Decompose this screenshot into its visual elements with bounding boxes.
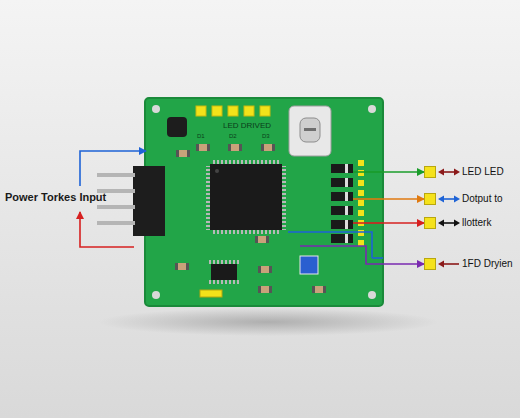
switch-slot — [304, 128, 316, 131]
terminal-label: Dotput to — [462, 193, 503, 204]
signal-wire — [383, 222, 424, 224]
pad-strip — [200, 290, 222, 297]
mount-hole — [368, 105, 376, 113]
terminal-arrow — [438, 257, 460, 271]
output-terminal: Dotput to — [424, 192, 503, 206]
terminal-label: 1FD Dryien — [462, 258, 513, 269]
diode-column — [331, 164, 353, 243]
signal-wire — [383, 263, 424, 265]
terminal-label: llotterk — [462, 217, 491, 228]
pin-header — [133, 166, 165, 236]
input-arrow — [80, 212, 134, 247]
switch-component — [289, 106, 331, 156]
output-terminal: LED LED — [424, 165, 504, 179]
input-label: Power Torkes Input — [5, 191, 106, 203]
mount-hole — [152, 291, 160, 299]
chip-pins — [206, 166, 210, 230]
driver-chip — [211, 264, 237, 280]
mount-hole — [152, 105, 160, 113]
output-terminal: 1FD Dryien — [424, 257, 513, 271]
input-arrow — [80, 151, 146, 186]
terminal-arrow — [438, 165, 460, 179]
chip-pins — [212, 230, 280, 234]
chip-pins — [209, 280, 239, 284]
pad-column — [358, 160, 364, 246]
part-label: D3 — [262, 133, 270, 140]
terminal-pad — [424, 217, 436, 229]
switch-knob — [300, 118, 320, 142]
terminal-pad — [424, 193, 436, 205]
chip-dot — [215, 169, 219, 173]
resistor-symbol — [175, 144, 326, 293]
terminal-pad — [424, 258, 436, 270]
pcb-board — [145, 98, 383, 306]
microcontroller-chip — [210, 164, 282, 230]
sensor-component — [167, 117, 187, 137]
board-silkscreen: LED DRIVED — [223, 122, 271, 131]
terminal-pad — [424, 166, 436, 178]
terminal-arrow — [438, 216, 460, 230]
chip-pins — [212, 160, 280, 164]
terminal-label: LED LED — [462, 166, 504, 177]
chip-pins — [282, 166, 286, 230]
part-label: D2 — [229, 133, 237, 140]
output-terminal: llotterk — [424, 216, 492, 230]
chip-pins — [209, 260, 239, 264]
mount-hole — [368, 291, 376, 299]
blue-component — [300, 256, 318, 274]
terminal-arrow — [438, 192, 460, 206]
board-shadow — [98, 308, 438, 336]
signal-wire — [383, 171, 424, 173]
board-traces — [288, 172, 383, 264]
signal-wire — [383, 198, 424, 200]
part-label: D1 — [197, 133, 205, 140]
led-row — [196, 106, 270, 116]
pcb-board-area: LED DRIVED — [145, 98, 383, 306]
